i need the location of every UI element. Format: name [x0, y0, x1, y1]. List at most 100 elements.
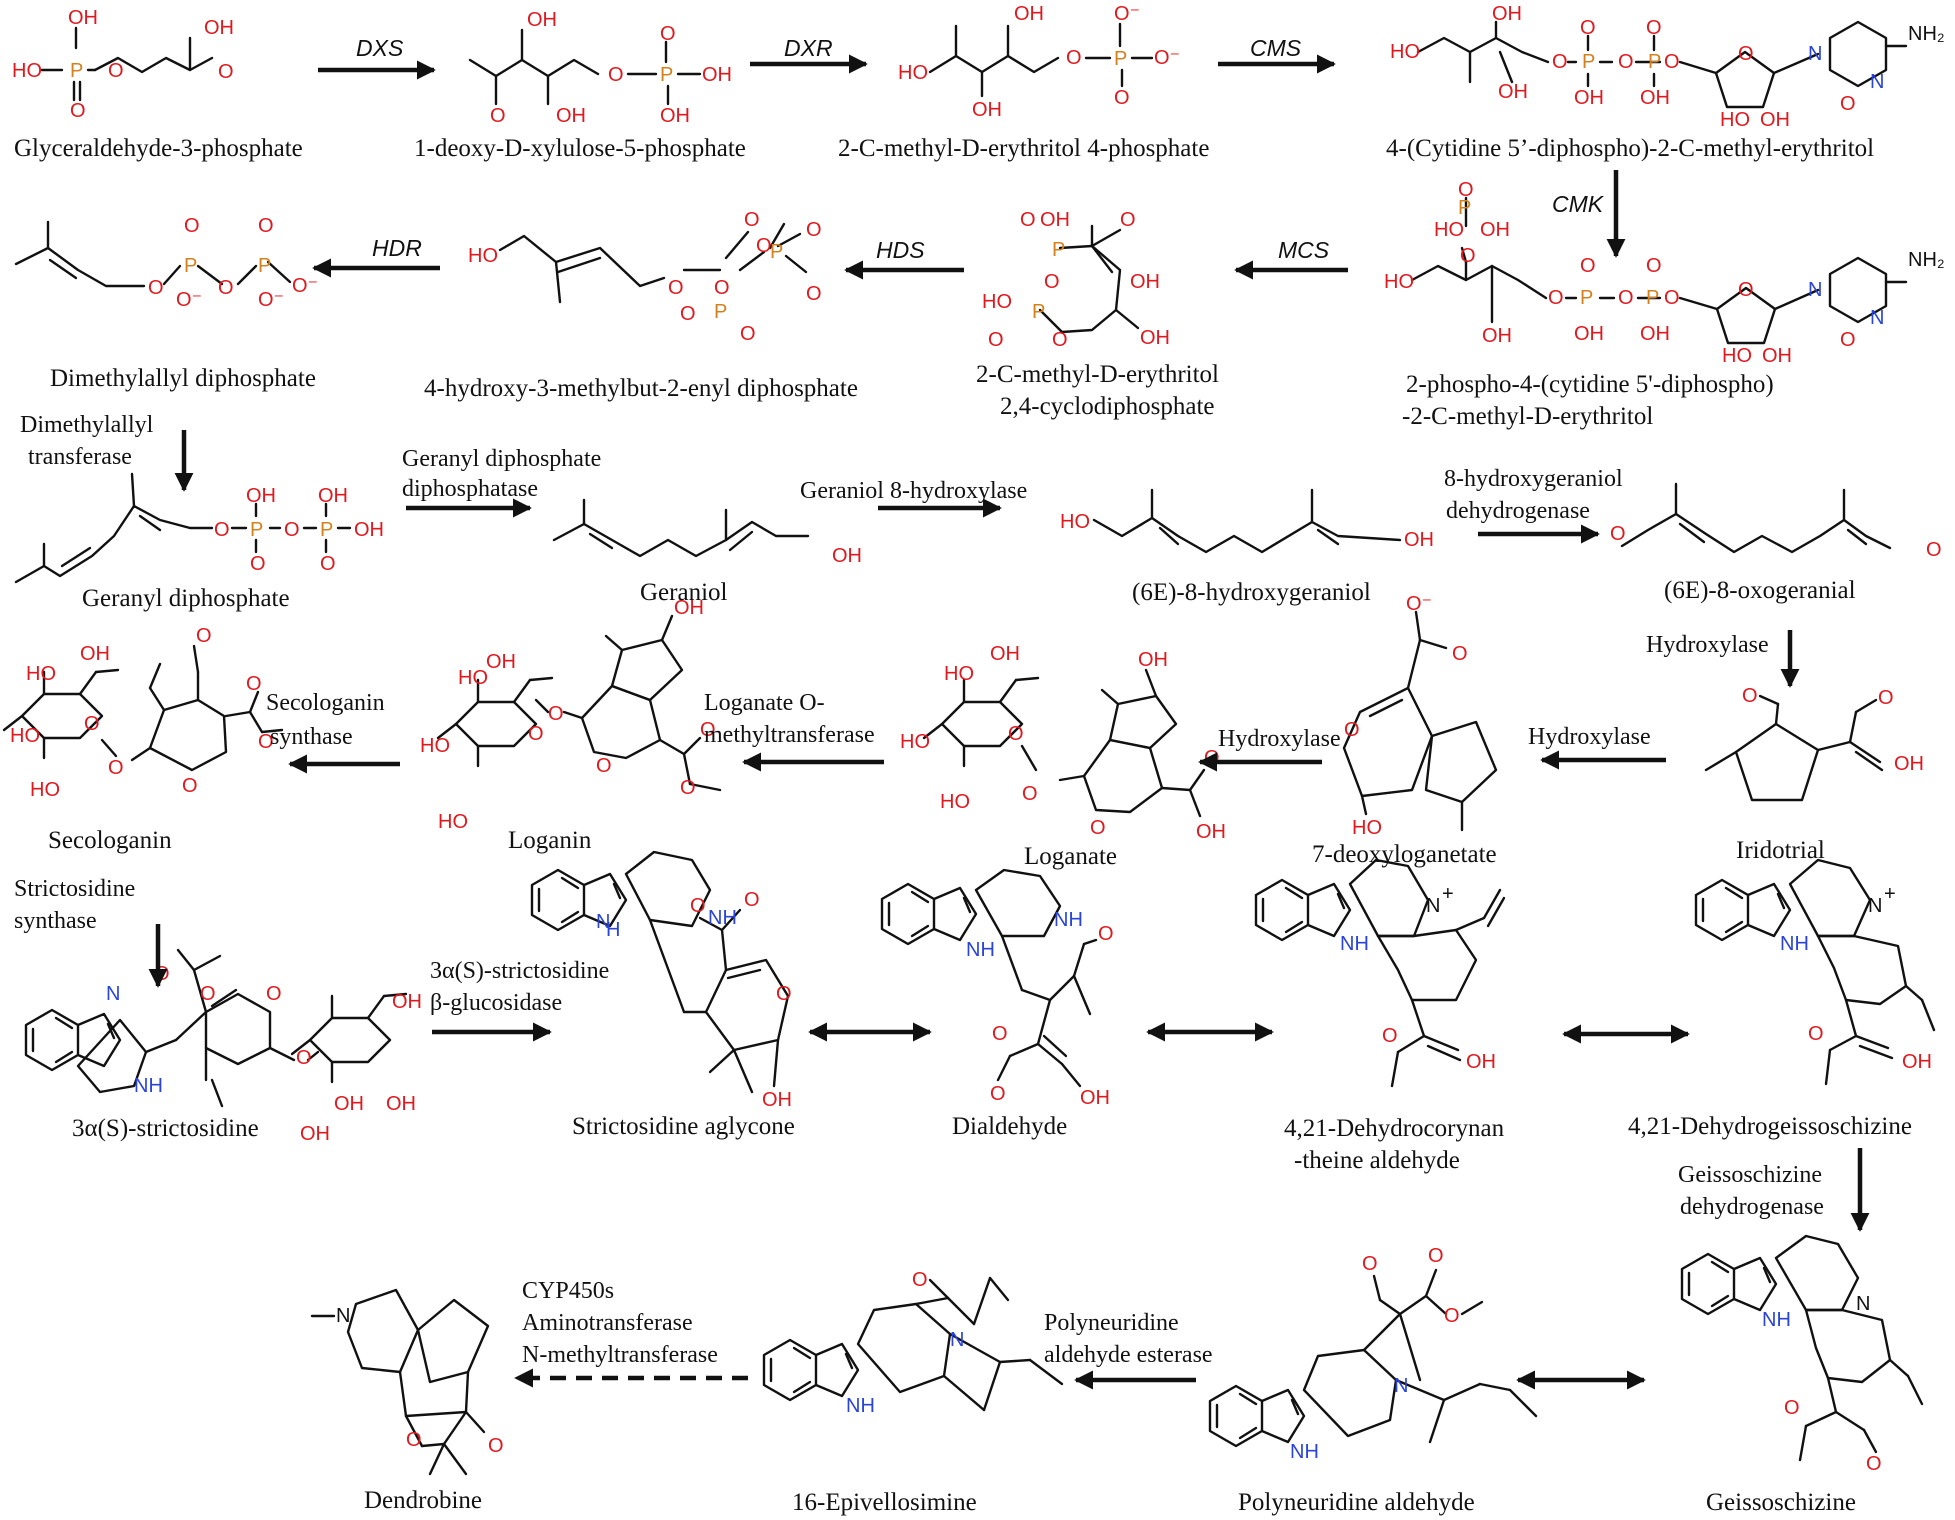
compound-strictosidine: 3α(S)-strictosidine: [72, 1115, 259, 1142]
svg-text:P: P: [1580, 287, 1593, 309]
svg-text:O: O: [1664, 287, 1680, 309]
svg-text:NH₂: NH₂: [1908, 23, 1945, 45]
compound-iridotrial: Iridotrial: [1736, 837, 1825, 864]
compound-dehydrogeisso: 4,21-Dehydrogeissoschizine: [1628, 1113, 1912, 1140]
oxogeranial-structure: O O: [1610, 482, 1942, 561]
svg-text:OH: OH: [80, 643, 110, 665]
svg-text:O: O: [740, 323, 756, 345]
enzyme-sgd-1: 3α(S)-strictosidine: [430, 958, 609, 984]
svg-text:O: O: [148, 277, 164, 299]
svg-text:O⁻: O⁻: [292, 275, 318, 297]
svg-text:O: O: [990, 1083, 1006, 1105]
strictosidine-structure: N NH O O O O OH OH OH OH: [24, 948, 422, 1145]
compound-gpp: Geranyl diphosphate: [82, 585, 290, 612]
loganin-structure: HO OH HO HO O O O OH O O: [420, 597, 722, 833]
svg-text:O: O: [196, 625, 212, 647]
svg-text:HO: HO: [458, 667, 488, 689]
compound-cdpmep-1: 2-phospho-4-(cytidine 5'-diphospho): [1406, 371, 1774, 398]
enzyme-gppase-2: diphosphatase: [402, 476, 538, 502]
svg-text:O: O: [1784, 1397, 1800, 1419]
svg-text:OH: OH: [318, 485, 348, 507]
svg-text:OH: OH: [556, 105, 586, 127]
compound-hydroxygeraniol: (6E)-8-hydroxygeraniol: [1132, 579, 1371, 606]
svg-text:N: N: [1856, 1293, 1870, 1315]
svg-text:OH: OH: [334, 1093, 364, 1115]
dehydrocorynan-structure: NH N + O OH: [1254, 858, 1506, 1088]
svg-text:O: O: [108, 757, 124, 779]
cdpmep-structure: HO P OH O O HO OH O P O OH O P O OH O O …: [1384, 179, 1945, 367]
svg-text:O: O: [284, 519, 300, 541]
svg-text:O: O: [1552, 51, 1568, 73]
svg-text:O: O: [488, 1435, 504, 1457]
svg-text:HO: HO: [898, 62, 928, 84]
svg-text:O: O: [490, 105, 506, 127]
svg-text:O: O: [1548, 287, 1564, 309]
svg-text:NH: NH: [1290, 1441, 1319, 1463]
svg-text:HO: HO: [982, 291, 1012, 313]
svg-text:P: P: [250, 519, 263, 541]
cdpme-structure: HO OH OH O P O OH O P O OH O O HO OH N N…: [1390, 3, 1945, 131]
mecpp-structure: P O OH O P HO O O O OH OH: [982, 209, 1170, 351]
enzyme-hydroxylase-c: Hydroxylase: [1218, 726, 1341, 752]
svg-text:OH: OH: [1466, 1051, 1496, 1073]
svg-text:OH: OH: [1138, 649, 1168, 671]
svg-text:O: O: [690, 895, 706, 917]
svg-text:OH: OH: [1574, 87, 1604, 109]
svg-text:N: N: [106, 983, 120, 1005]
svg-text:P: P: [714, 301, 727, 323]
compound-oxogeranial: (6E)-8-oxogeranial: [1664, 577, 1856, 604]
gpp-structure: O P OH O O P OH O OH: [14, 472, 384, 584]
enzyme-hgd-1: 8-hydroxygeraniol: [1444, 466, 1623, 492]
dendrobine-structure: N O O: [310, 1288, 504, 1476]
svg-text:O: O: [1008, 723, 1024, 745]
svg-text:O: O: [218, 61, 234, 83]
compound-polyneuridine: Polyneuridine aldehyde: [1238, 1489, 1475, 1516]
svg-text:O: O: [1618, 51, 1634, 73]
svg-text:O: O: [1458, 179, 1474, 201]
svg-text:O: O: [608, 64, 624, 86]
compound-secologanin: Secologanin: [48, 827, 172, 854]
enzyme-dmat-2: transferase: [28, 444, 132, 470]
dialdehyde-structure: NH NH O O O OH: [880, 868, 1114, 1109]
compound-dxp: 1-deoxy-D-xylulose-5-phosphate: [414, 135, 746, 162]
svg-text:HO: HO: [420, 735, 450, 757]
svg-text:OH: OH: [832, 545, 862, 567]
enzyme-sls-1: Secologanin: [266, 690, 385, 716]
svg-text:O: O: [214, 519, 230, 541]
enzyme-gppase-1: Geranyl diphosphate: [402, 446, 601, 472]
svg-text:OH: OH: [1140, 327, 1170, 349]
compound-labels: Glyceraldehyde-3-phosphate 1-deoxy-D-xyl…: [14, 135, 1912, 1516]
svg-text:NH: NH: [134, 1075, 163, 1097]
svg-text:O: O: [108, 60, 124, 82]
svg-text:O: O: [1114, 87, 1130, 109]
svg-text:O: O: [320, 553, 336, 575]
dehydrogeisso-structure: NH N + O OH: [1694, 858, 1936, 1086]
svg-text:OH: OH: [762, 1089, 792, 1111]
enzyme-cms: CMS: [1250, 35, 1302, 61]
svg-text:O: O: [266, 983, 282, 1005]
enzyme-lamt-1: Loganate O-: [704, 690, 825, 716]
enzyme-pnae-1: Polyneuridine: [1044, 1310, 1179, 1336]
mep-structure: HO OH OH O P O⁻ O⁻ O: [898, 3, 1180, 121]
svg-text:O: O: [912, 1269, 928, 1291]
polyneuridine-structure: NH N O O O: [1208, 1245, 1538, 1463]
compound-mecpp-1: 2-C-methyl-D-erythritol: [976, 361, 1219, 388]
svg-text:N: N: [596, 911, 610, 933]
svg-text:O: O: [1878, 687, 1894, 709]
compound-dmapp: Dimethylallyl diphosphate: [50, 365, 316, 392]
svg-text:OH: OH: [660, 105, 690, 127]
compound-dendrobine: Dendrobine: [364, 1487, 482, 1514]
svg-text:OH: OH: [527, 9, 557, 31]
svg-text:O: O: [1120, 209, 1136, 231]
svg-text:O: O: [1808, 1023, 1824, 1045]
svg-text:O: O: [1646, 17, 1662, 39]
svg-text:OH: OH: [386, 1093, 416, 1115]
svg-text:O: O: [988, 329, 1004, 351]
svg-text:O⁻: O⁻: [176, 289, 202, 311]
svg-text:HO: HO: [438, 811, 468, 833]
svg-text:N: N: [1870, 307, 1884, 329]
reaction-arrows: [148, 54, 1870, 1390]
aglycone-structure: H N NH O O O OH: [530, 850, 792, 1111]
svg-text:OH: OH: [246, 485, 276, 507]
compound-epivellosimine: 16-Epivellosimine: [792, 1489, 977, 1516]
